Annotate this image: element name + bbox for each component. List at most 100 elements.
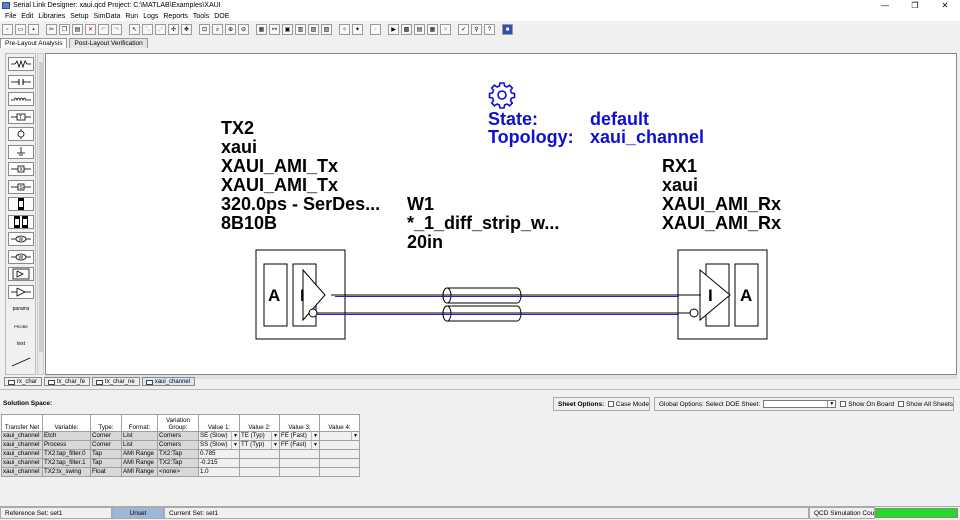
w-element-diff-icon[interactable]: W	[8, 249, 34, 264]
menu-file[interactable]: File	[5, 12, 17, 20]
inductor-icon[interactable]	[8, 92, 34, 106]
cell-value-1[interactable]: SE (Slow)▼	[198, 431, 240, 441]
help-icon[interactable]: ?	[484, 24, 495, 35]
cell-value-1[interactable]: SS (Slow)▼	[198, 440, 240, 450]
tx-name[interactable]: TX2	[221, 118, 255, 138]
zoom-in-icon[interactable]: ⊕	[225, 24, 236, 35]
menu-tools[interactable]: Tools	[192, 12, 210, 20]
cell-value-4[interactable]	[319, 440, 360, 450]
cell-value-2[interactable]: TT (Typ)▼	[239, 440, 280, 450]
delete-icon[interactable]: ✕	[85, 24, 96, 35]
case-mode-checkbox[interactable]	[608, 401, 614, 407]
sheet-tab-rx-char[interactable]: rx_char	[4, 377, 43, 386]
menu-reports[interactable]: Reports	[163, 12, 188, 20]
minimize-button[interactable]: —	[881, 1, 889, 10]
sheet-tab-tx-char-fe[interactable]: tx_char_fe	[44, 377, 91, 386]
w-element-icon[interactable]: W	[8, 232, 34, 246]
wire-name[interactable]: W1	[407, 194, 434, 214]
transmission-line-icon[interactable]: T	[8, 109, 34, 124]
unset-button[interactable]: Unset	[112, 507, 164, 519]
cell-value-4[interactable]	[319, 458, 360, 468]
pan-icon[interactable]: ✣	[168, 24, 179, 35]
package-icon[interactable]	[8, 214, 34, 229]
close-button[interactable]: ✕	[941, 1, 949, 10]
sweep-icon[interactable]: ✕	[440, 24, 451, 35]
chevron-down-icon[interactable]: ▼	[351, 432, 359, 440]
script-icon[interactable]: ⚲	[471, 24, 482, 35]
cross-probe-icon[interactable]: ✦	[352, 24, 363, 35]
crosstalk-icon[interactable]: X	[8, 162, 34, 176]
cell-value-3[interactable]	[279, 449, 320, 459]
probe-tool-icon[interactable]: ✧	[339, 24, 350, 35]
zoom-fit-icon[interactable]: ⊡	[199, 24, 210, 35]
spice-icon[interactable]: ▨	[321, 24, 332, 35]
table-row[interactable]: xaui_channel TX2:tx_swing Float AMI Rang…	[1, 467, 360, 477]
chevron-down-icon[interactable]: ▼	[311, 441, 319, 449]
zoom-region-icon[interactable]: ⌕	[212, 24, 223, 35]
w1-transmission-line[interactable]	[442, 287, 522, 322]
tab-pre-layout-analysis[interactable]: Pre-Layout Analysis	[0, 38, 68, 48]
bus-tool-icon[interactable]: ⤢	[155, 24, 166, 35]
wire-tool-icon[interactable]: ⤡	[142, 24, 153, 35]
cell-value-4[interactable]	[319, 449, 360, 459]
table-row[interactable]: xaui_channel TX2:tap_filter.1 Tap AMI Ra…	[1, 458, 360, 468]
tab-post-layout-verification[interactable]: Post-Layout Verification	[69, 38, 148, 48]
show-on-board-checkbox[interactable]	[840, 401, 847, 407]
termination-icon[interactable]	[8, 267, 34, 281]
cell-value-1[interactable]: 0.785	[198, 449, 240, 459]
table-row[interactable]: xaui_channel Etch Corner List Corners SE…	[1, 431, 360, 441]
sheet-tab-tx-char-ne[interactable]: tx_char_ne	[92, 377, 140, 386]
save-icon[interactable]: ▪	[28, 24, 39, 35]
redo-icon[interactable]: ↷	[111, 24, 122, 35]
maximize-button[interactable]: ❐	[911, 1, 919, 10]
zoom-out-icon[interactable]: ⊖	[238, 24, 249, 35]
menu-doe[interactable]: DOE	[214, 12, 230, 20]
ground-icon[interactable]	[8, 144, 34, 159]
table-row[interactable]: xaui_channel Process Corner List Corners…	[1, 440, 360, 450]
sheet-tab-xaui-channel[interactable]: xaui_channel	[141, 377, 196, 386]
s-parameter-icon[interactable]: S	[8, 179, 34, 194]
line-tool-icon[interactable]	[8, 355, 34, 369]
check-icon[interactable]: ✓	[458, 24, 469, 35]
panel-splitter[interactable]	[0, 389, 960, 393]
waveform-icon[interactable]: ▩	[401, 24, 412, 35]
menu-edit[interactable]: Edit	[21, 12, 34, 20]
cell-value-2[interactable]	[239, 467, 280, 477]
cell-value-3[interactable]	[279, 458, 320, 468]
cell-value-4[interactable]: ▼	[319, 431, 360, 441]
capacitor-icon[interactable]	[8, 74, 34, 89]
paste-icon[interactable]: ▤	[72, 24, 83, 35]
component-icon[interactable]: ▦	[256, 24, 267, 35]
new-file-icon[interactable]: ▫	[2, 24, 13, 35]
cell-value-1[interactable]: -0.215	[198, 458, 240, 468]
source-icon[interactable]	[8, 127, 34, 141]
cell-value-3[interactable]	[279, 467, 320, 477]
pointer-icon[interactable]: ↖	[129, 24, 140, 35]
copy-icon[interactable]: ❐	[59, 24, 70, 35]
open-folder-icon[interactable]: ▭	[15, 24, 26, 35]
menu-logs[interactable]: Logs	[143, 12, 159, 20]
palette-scroll-thumb[interactable]	[39, 62, 43, 352]
menu-setup[interactable]: Setup	[70, 12, 89, 20]
canvas-hscrollbar[interactable]	[45, 375, 957, 379]
tx-block[interactable]	[255, 249, 346, 340]
cell-value-3[interactable]: FF (Fast)▼	[279, 440, 320, 450]
undo-icon[interactable]: ↶	[98, 24, 109, 35]
probe-tool[interactable]: PROBE	[8, 320, 34, 334]
chevron-down-icon[interactable]: ▼	[271, 441, 279, 449]
menu-libraries[interactable]: Libraries	[38, 12, 66, 20]
move-icon[interactable]: ✥	[181, 24, 192, 35]
model-icon[interactable]: ▧	[308, 24, 319, 35]
chevron-down-icon[interactable]: ▼	[231, 432, 239, 440]
params-tool[interactable]: params	[8, 302, 34, 316]
menu-run[interactable]: Run	[125, 12, 139, 20]
cell-value-3[interactable]: FE (Fast)▼	[279, 431, 320, 441]
link-icon[interactable]: ⚯	[269, 24, 280, 35]
palette-scrollbar[interactable]	[37, 53, 44, 375]
chevron-down-icon[interactable]: ▼	[271, 432, 279, 440]
solution-space-icon[interactable]: ■	[502, 24, 513, 35]
rx-block[interactable]	[677, 249, 768, 340]
menu-simdata[interactable]: SimData	[93, 12, 121, 20]
cut-icon[interactable]: ✂	[46, 24, 57, 35]
table-row[interactable]: xaui_channel TX2:tap_filter.0 Tap AMI Ra…	[1, 449, 360, 459]
